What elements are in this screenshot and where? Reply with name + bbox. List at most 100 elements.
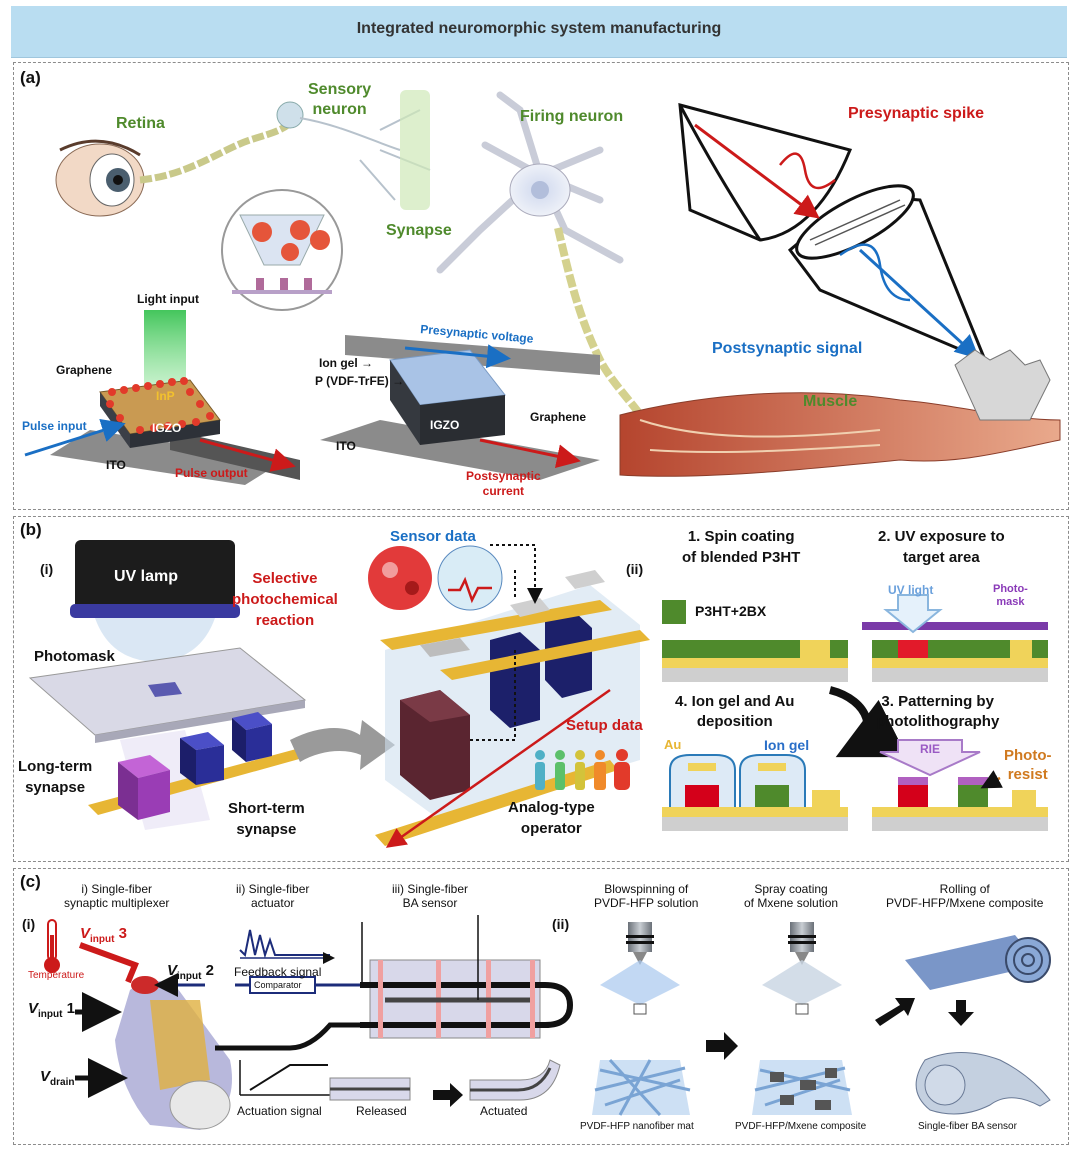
synapse-highlight bbox=[400, 90, 430, 210]
step2-diagram bbox=[862, 594, 1048, 682]
p3ht-label: P3HT+2BX bbox=[695, 603, 767, 619]
pulse-output-label: Pulse output bbox=[175, 466, 248, 480]
step1-diagram bbox=[662, 600, 848, 682]
photoresist-label: Photo- resist bbox=[1004, 747, 1052, 783]
long-term-synapse-label: Long-term synapse bbox=[18, 758, 93, 796]
step1-label: 1. Spin coating of blended P3HT bbox=[682, 528, 801, 566]
presynaptic-spike-label: Presynaptic spike bbox=[848, 105, 985, 122]
blowspinning-nozzle bbox=[592, 922, 691, 1117]
sensor-data-icons bbox=[368, 545, 503, 611]
feedback-signal-label: Feedback signal bbox=[234, 965, 322, 979]
v-drain-label: Vdrain bbox=[40, 1068, 75, 1088]
arrow-3 bbox=[948, 1000, 974, 1026]
step-curved-arrow bbox=[828, 686, 908, 758]
photo-mask-label: Photo- mask bbox=[993, 583, 1028, 608]
igzo-left-label: IGZO bbox=[152, 421, 182, 435]
short-term-synapse-label: Short-term synapse bbox=[228, 800, 305, 838]
uv-lamp-illustration bbox=[70, 540, 240, 662]
spray-nozzle bbox=[752, 922, 852, 1115]
v-input1-label: Vinput 1 bbox=[28, 1000, 75, 1020]
sensory-axon bbox=[139, 115, 298, 184]
arrow-2 bbox=[875, 998, 915, 1026]
ion-gel-b-label: Ion gel bbox=[764, 737, 810, 753]
ba-sensor-fiber bbox=[360, 915, 574, 1039]
title-bar: Integrated neuromorphic system manufactu… bbox=[11, 6, 1067, 58]
rolled-composite bbox=[905, 935, 1051, 990]
au-label: Au bbox=[664, 737, 682, 752]
multiplexer-fiber bbox=[75, 942, 232, 1130]
temperature-label: Temperature bbox=[28, 970, 85, 981]
postsynaptic-signal-label: Postsynaptic signal bbox=[712, 340, 863, 357]
comparator-label: Comparator bbox=[254, 980, 302, 990]
analog-operator-device bbox=[375, 544, 650, 848]
v-input3-label: Vinput 3 bbox=[80, 925, 127, 945]
arrow-1 bbox=[706, 1032, 738, 1060]
inp-label: InP bbox=[156, 389, 175, 403]
actuation-illustration bbox=[239, 1059, 561, 1107]
igzo-right-label: IGZO bbox=[430, 418, 460, 432]
uv-lamp-label: UV lamp bbox=[114, 568, 179, 585]
panel-b-label: (b) bbox=[20, 520, 42, 539]
actuated-label: Actuated bbox=[480, 1104, 528, 1118]
analog-operator-label: Analog-type operator bbox=[508, 799, 595, 837]
composite-label: PVDF-HFP/Mxene composite bbox=[735, 1121, 867, 1132]
actuator-label: ii) Single-fiber actuator bbox=[236, 882, 310, 910]
postsynaptic-current-label: Postsynaptic current bbox=[466, 469, 541, 498]
ito-left-label: ITO bbox=[106, 458, 126, 472]
multiplexer-label: i) Single-fiber synaptic multiplexer bbox=[64, 882, 170, 910]
retina-label: Retina bbox=[116, 115, 165, 132]
uv-light-label: UV light bbox=[888, 583, 934, 597]
light-input-label: Light input bbox=[137, 292, 199, 306]
step4-label: 4. Ion gel and Au deposition bbox=[675, 693, 795, 730]
light-input-device bbox=[24, 310, 300, 485]
synaptic-vesicle-detail bbox=[221, 189, 343, 311]
panel-b-frame bbox=[13, 516, 1069, 862]
panel-b-ii-label: (ii) bbox=[626, 561, 644, 577]
rolling-label: Rolling of PVDF-HFP/Mxene composite bbox=[886, 882, 1044, 910]
single-fiber-sensor-label: Single-fiber BA sensor bbox=[918, 1121, 1017, 1132]
process-arrow bbox=[290, 720, 395, 770]
page-title: Integrated neuromorphic system manufactu… bbox=[356, 20, 722, 37]
step3-diagram bbox=[872, 739, 1048, 831]
pvdf-label: P (VDF-TrFE) → bbox=[315, 374, 405, 388]
panel-b-i-label: (i) bbox=[40, 561, 54, 577]
graphene-left-label: Graphene bbox=[56, 363, 113, 377]
blowspinning-label: Blowspinning of PVDF-HFP solution bbox=[594, 882, 699, 910]
panel-a-frame bbox=[13, 62, 1069, 510]
long-term-synapse-cube bbox=[118, 755, 170, 820]
sensory-neuron-body bbox=[276, 101, 304, 129]
sensor-data-label: Sensor data bbox=[390, 528, 476, 545]
people-icons bbox=[535, 749, 630, 790]
eye-illustration bbox=[55, 139, 145, 217]
panel-c-ii-label: (ii) bbox=[552, 916, 570, 932]
panel-c-label: (c) bbox=[20, 872, 41, 891]
single-fiber-sensor bbox=[915, 1052, 1051, 1115]
rie-label: RIE bbox=[920, 742, 941, 756]
fiber-connection bbox=[215, 1022, 380, 1051]
setup-data-label: Setup data bbox=[566, 717, 643, 734]
actuation-signal-label: Actuation signal bbox=[237, 1104, 322, 1118]
muscle-label: Muscle bbox=[803, 393, 858, 410]
sensory-neuron-label: Sensory neuron bbox=[308, 81, 372, 118]
graphene-right-label: Graphene bbox=[530, 410, 587, 424]
released-label: Released bbox=[356, 1104, 407, 1118]
ito-right-label: ITO bbox=[336, 439, 356, 453]
step3-label: 3. Patterning by photolithography bbox=[876, 693, 1000, 730]
firing-neuron-label: Firing neuron bbox=[520, 108, 624, 125]
photomask-label: Photomask bbox=[34, 648, 115, 665]
step2-label: 2. UV exposure to target area bbox=[878, 528, 1005, 566]
arm-illustration bbox=[619, 349, 1061, 477]
v-input2-label: Vinput 2 bbox=[167, 962, 214, 982]
step4-diagram bbox=[662, 754, 848, 831]
spray-coating-label: Spray coating of Mxene solution bbox=[744, 882, 839, 910]
ion-gel-label: Ion gel → bbox=[319, 356, 373, 370]
short-term-synapse-cubes bbox=[180, 712, 272, 785]
panel-c-i-label: (i) bbox=[22, 916, 36, 932]
panel-c-frame bbox=[13, 868, 1069, 1145]
synapse-schematic bbox=[678, 102, 988, 363]
nanofiber-mat-label: PVDF-HFP nanofiber mat bbox=[580, 1121, 694, 1132]
ba-sensor-label: iii) Single-fiber BA sensor bbox=[392, 882, 469, 910]
pulse-input-label: Pulse input bbox=[22, 419, 87, 433]
selective-reaction-label: Selective photochemical reaction bbox=[232, 570, 338, 629]
